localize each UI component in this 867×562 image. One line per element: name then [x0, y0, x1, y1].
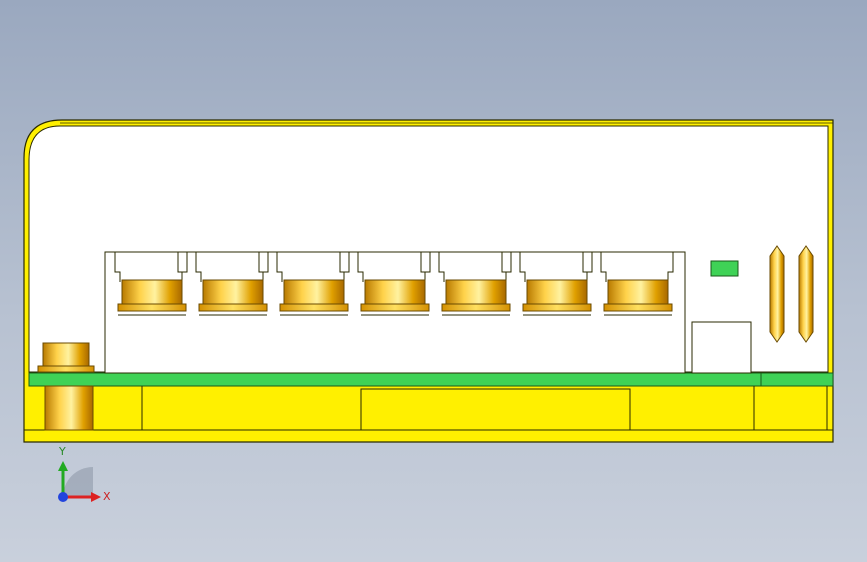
port-contact: [526, 279, 588, 305]
y-axis-label: Y: [58, 445, 66, 458]
ethernet-port: [501, 251, 593, 316]
vent-slots: [769, 245, 814, 343]
housing-bottom: [24, 386, 833, 431]
port-contact: [283, 279, 345, 305]
ethernet-port: [582, 251, 674, 316]
port-contact: [202, 279, 264, 305]
status-led: [710, 260, 739, 277]
port-contact: [121, 279, 183, 305]
orientation-triad: X Y: [58, 445, 111, 503]
port-contact: [445, 279, 507, 305]
dc-jack: [37, 342, 95, 431]
port-contact: [364, 279, 426, 305]
ethernet-port: [420, 251, 512, 316]
ethernet-port: [258, 251, 350, 316]
port-contact: [607, 279, 669, 305]
z-axis-dot: [58, 492, 68, 502]
connector-box: [691, 321, 752, 374]
port-row: [104, 251, 686, 374]
ethernet-port: [339, 251, 431, 316]
x-axis-label: X: [103, 490, 111, 503]
y-axis-arrowhead: [58, 461, 68, 471]
x-axis-arrowhead: [91, 492, 101, 502]
pcb-board: [28, 372, 834, 387]
